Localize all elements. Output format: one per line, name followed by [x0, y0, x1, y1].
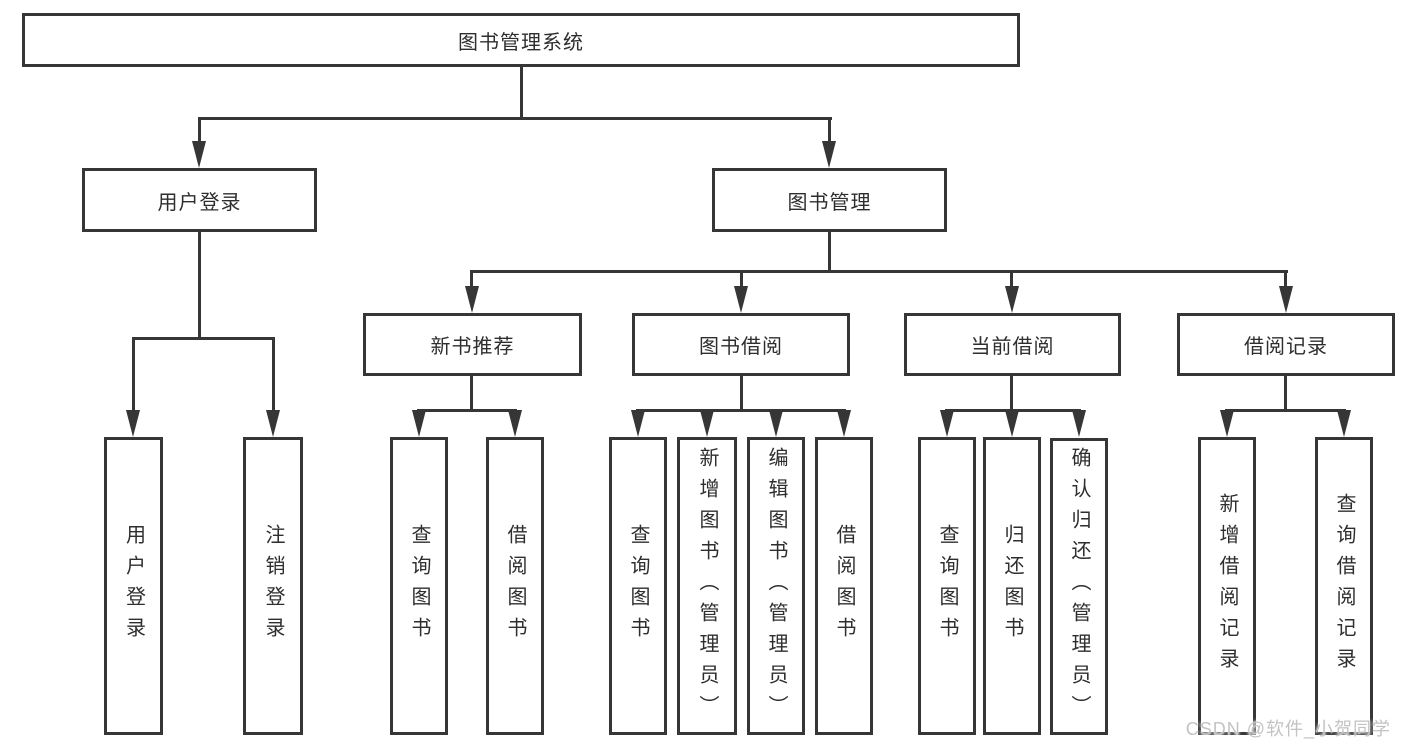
- leaf-query-borrow-record: 查询借阅记录: [1315, 437, 1373, 735]
- connector-leaf-login-stem: [132, 337, 135, 413]
- leaf-query-books-current: 查询图书: [918, 437, 976, 735]
- connector-newrec-drop: [470, 376, 473, 412]
- node-label: 用户登录: [157, 191, 242, 214]
- leaf-label: 用户登录: [122, 524, 145, 648]
- connector-records-drop: [1284, 376, 1287, 412]
- arrowhead-current-leaf-2: [1005, 410, 1019, 437]
- leaf-label: 新增借阅记录: [1216, 493, 1238, 679]
- connector-current-stem: [1010, 270, 1013, 290]
- arrowhead-current-leaf-1: [940, 410, 954, 437]
- arrowhead-records-leaf-1: [1220, 410, 1234, 437]
- arrowhead-borrowing: [734, 286, 748, 313]
- leaf-label: 查询图书: [627, 524, 649, 648]
- arrowhead-newrec-leaf-2: [508, 410, 522, 437]
- node-new-book-recommend: 新书推荐: [363, 313, 582, 376]
- connector-records-leaf-branch: [1225, 409, 1346, 412]
- leaf-confirm-return-admin: 确认归还（管理员）: [1050, 438, 1108, 735]
- leaf-label: 查询借阅记录: [1333, 493, 1355, 679]
- node-borrow-records: 借阅记录: [1177, 313, 1395, 376]
- connector-borrowing-leaf-branch: [636, 409, 846, 412]
- leaf-add-borrow-record: 新增借阅记录: [1198, 437, 1256, 735]
- connector-user-login-drop: [198, 232, 201, 337]
- connector-borrowing-drop: [740, 376, 743, 412]
- arrowhead-user-login: [192, 141, 206, 168]
- node-label: 借阅记录: [1244, 336, 1328, 358]
- arrowhead-newrec-leaf-1: [412, 410, 426, 437]
- csdn-watermark: CSDN @软件_小贺同学: [1185, 719, 1391, 739]
- node-label: 图书管理: [787, 191, 872, 214]
- leaf-user-login: 用户登录: [104, 437, 163, 735]
- leaf-edit-books-admin: 编辑图书（管理员）: [747, 437, 805, 735]
- arrowhead-borrowing-leaf-4: [837, 410, 851, 437]
- node-label: 图书管理系统: [458, 31, 584, 54]
- leaf-borrow-books-borrow: 借阅图书: [815, 437, 873, 735]
- connector-newrec-stem: [470, 270, 473, 290]
- connector-borrowing-stem: [740, 270, 743, 290]
- arrowhead-newrec: [465, 286, 479, 313]
- arrowhead-leaf-login: [126, 410, 140, 437]
- connector-book-mgmt-stem: [828, 117, 831, 145]
- node-book-borrowing: 图书借阅: [632, 313, 850, 376]
- leaf-label: 新增图书（管理员）: [696, 446, 718, 726]
- arrowhead-borrowing-leaf-2: [700, 410, 714, 437]
- leaf-query-books-borrow: 查询图书: [609, 437, 667, 735]
- node-current-borrowing: 当前借阅: [904, 313, 1121, 376]
- arrowhead-borrowing-leaf-1: [631, 410, 645, 437]
- node-label: 新书推荐: [430, 336, 515, 358]
- arrowhead-records: [1279, 286, 1293, 313]
- node-label: 当前借阅: [970, 336, 1055, 358]
- arrowhead-book-mgmt: [822, 141, 836, 168]
- node-user-login: 用户登录: [82, 168, 317, 232]
- connector-newrec-leaf-branch: [417, 409, 517, 412]
- node-library-management-system: 图书管理系统: [22, 13, 1020, 67]
- arrowhead-current-leaf-3: [1072, 410, 1086, 437]
- connector-leaf-logout-stem: [272, 337, 275, 413]
- leaf-logout: 注销登录: [243, 437, 303, 735]
- leaf-label: 查询图书: [408, 524, 430, 648]
- connector-root-drop: [520, 67, 523, 119]
- arrowhead-current: [1005, 286, 1019, 313]
- leaf-label: 编辑图书（管理员）: [765, 446, 787, 726]
- connector-current-drop: [1010, 376, 1013, 412]
- leaf-label: 查询图书: [936, 524, 958, 648]
- leaf-label: 借阅图书: [833, 524, 855, 648]
- connector-user-login-branch: [132, 337, 275, 340]
- arrowhead-leaf-logout: [266, 410, 280, 437]
- arrowhead-borrowing-leaf-3: [769, 410, 783, 437]
- leaf-query-books-newrec: 查询图书: [390, 437, 448, 735]
- connector-level3-branch: [470, 270, 1288, 273]
- leaf-borrow-books-newrec: 借阅图书: [486, 437, 544, 735]
- node-label: 图书借阅: [699, 336, 783, 358]
- leaf-label: 归还图书: [1001, 524, 1023, 648]
- leaf-label: 确认归还（管理员）: [1068, 447, 1090, 726]
- arrowhead-records-leaf-2: [1337, 410, 1351, 437]
- connector-level2-branch: [198, 117, 832, 120]
- connector-records-stem: [1284, 270, 1287, 290]
- leaf-label: 注销登录: [262, 524, 284, 648]
- leaf-add-books-admin: 新增图书（管理员）: [677, 437, 737, 735]
- node-book-management: 图书管理: [712, 168, 947, 232]
- leaf-label: 借阅图书: [504, 524, 526, 648]
- connector-user-login-stem: [198, 117, 201, 145]
- connector-book-mgmt-drop: [828, 232, 831, 272]
- leaf-return-books: 归还图书: [983, 437, 1041, 735]
